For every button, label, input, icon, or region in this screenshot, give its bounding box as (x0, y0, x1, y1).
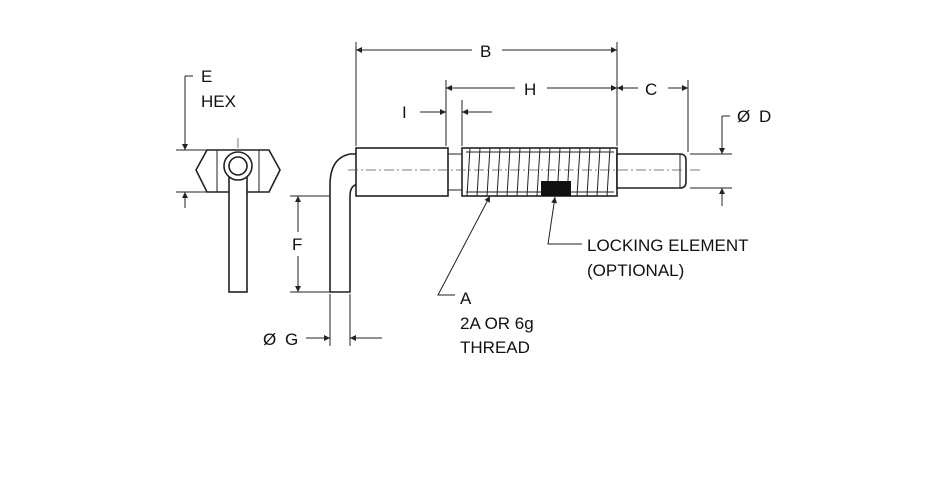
label-a: A (460, 289, 472, 308)
dimension-e-hex: E HEX (176, 67, 236, 208)
dimension-h: H (445, 80, 617, 146)
label-thread: THREAD (460, 338, 530, 357)
side-handle-leg (228, 169, 248, 293)
dimension-f: F (290, 195, 330, 293)
label-optional: (OPTIONAL) (587, 261, 684, 280)
label-d-symbol: Ø (737, 107, 750, 126)
label-g-symbol: Ø (263, 330, 276, 349)
label-c: C (645, 80, 657, 99)
callout-a-thread: A 2A OR 6g THREAD (437, 195, 534, 357)
dimension-g: Ø G (263, 294, 382, 349)
callout-locking-element: LOCKING ELEMENT (OPTIONAL) (547, 196, 749, 280)
label-thread-class: 2A OR 6g (460, 314, 534, 333)
label-hex: HEX (201, 92, 236, 111)
dimension-i: I (402, 100, 492, 146)
label-locking-element: LOCKING ELEMENT (587, 236, 749, 255)
label-i: I (402, 103, 407, 122)
pin-end-circle-inner (228, 156, 248, 176)
label-f: F (292, 235, 302, 254)
dimension-d: Ø D (690, 107, 771, 206)
locking-element-patch (541, 181, 571, 196)
thread-pattern (466, 147, 614, 197)
label-e: E (201, 67, 212, 86)
dimension-c: C (617, 80, 689, 152)
knob-body (355, 147, 449, 197)
hex-end-view (195, 138, 281, 293)
label-d: D (759, 107, 771, 126)
label-b: B (480, 42, 491, 61)
dimension-b: B (355, 42, 618, 146)
label-h: H (524, 80, 536, 99)
plunger-front-view (329, 147, 700, 293)
plunger-pin (616, 153, 687, 189)
label-g: G (285, 330, 298, 349)
